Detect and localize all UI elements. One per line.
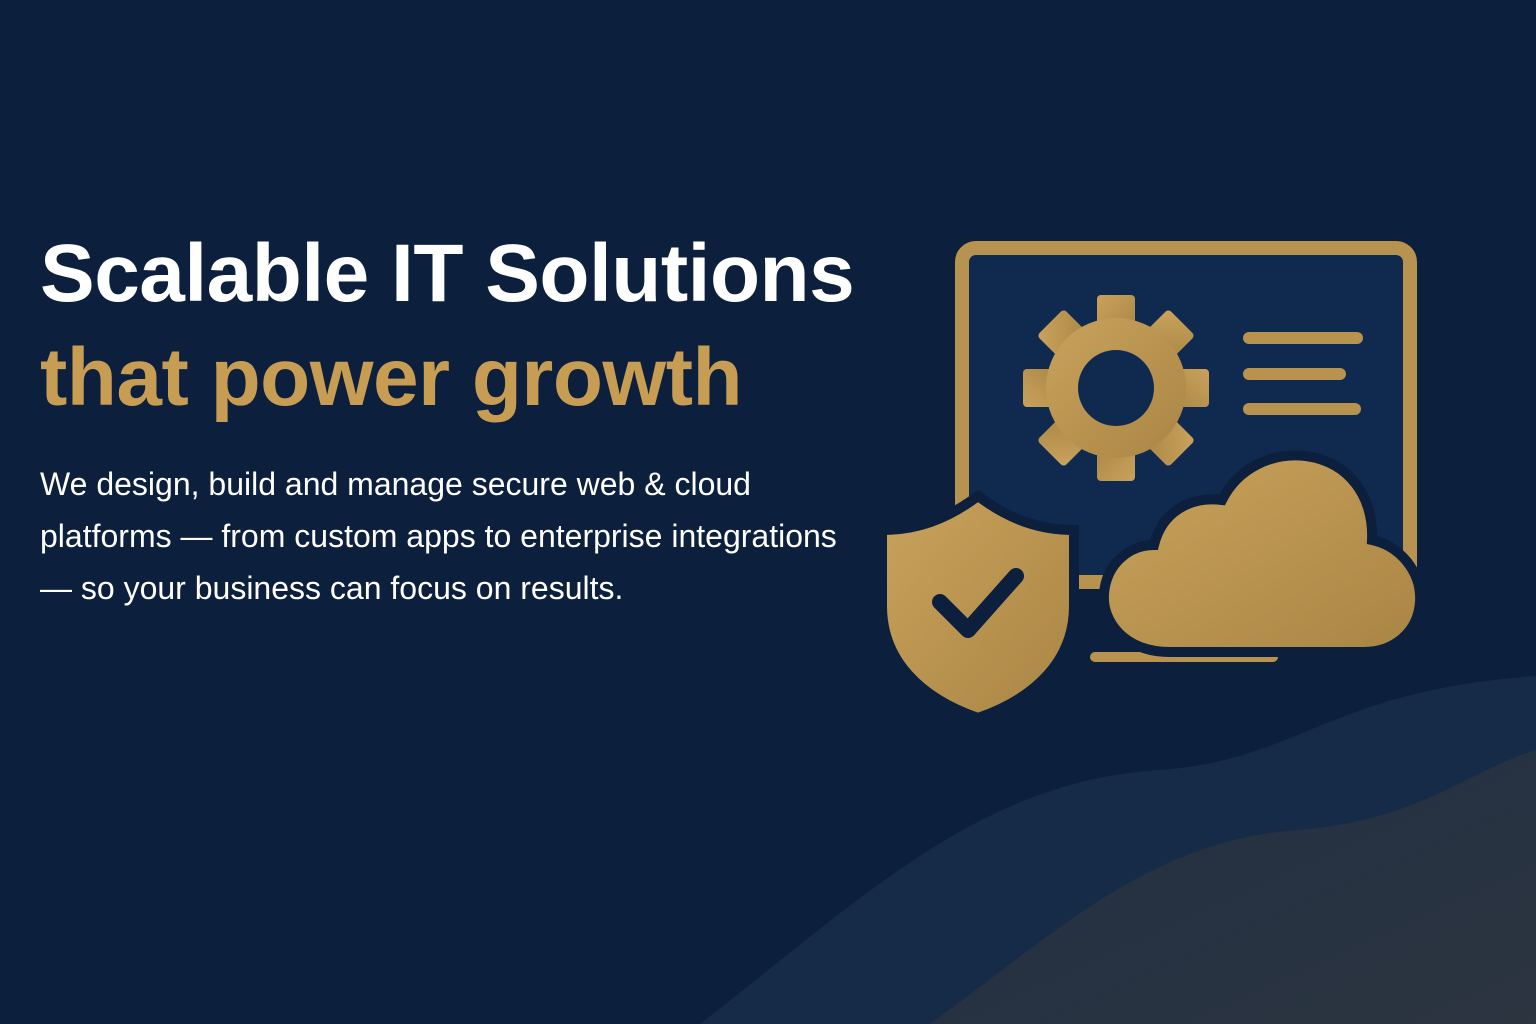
it-solutions-illustration — [880, 241, 1426, 720]
headline-line-2: that power growth — [40, 332, 743, 423]
gear-icon — [1023, 295, 1209, 481]
headline-line-1: Scalable IT Solutions — [40, 228, 855, 319]
text-lines-icon — [1243, 332, 1363, 415]
cloud-icon — [1098, 450, 1426, 657]
shield-check-icon — [880, 489, 1079, 720]
hero-description: We design, build and manage secure web &… — [40, 466, 837, 606]
hero-text: Scalable IT Solutions that power growth … — [40, 222, 920, 614]
